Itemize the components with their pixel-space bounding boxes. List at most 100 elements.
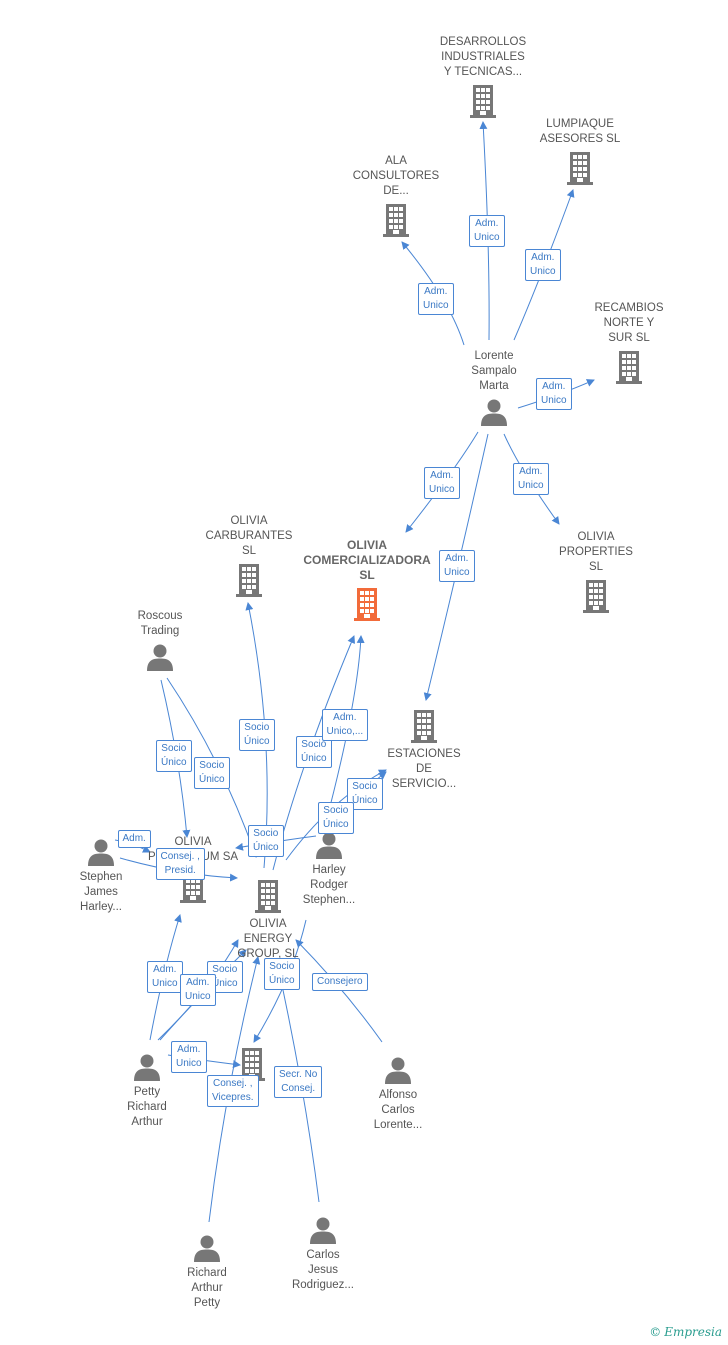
edge-label-line: Socio	[212, 964, 238, 975]
node-label-line: Y TECNICAS...	[443, 66, 523, 78]
edge-label-line: Unico	[185, 991, 211, 1002]
person-icon	[419, 398, 569, 426]
edge-label-petty-to-petroleum[interactable]: Adm.Unico	[147, 961, 183, 993]
edge-label-line: Único	[269, 975, 295, 986]
node-label-line: ESTACIONES	[387, 748, 461, 760]
edge-label-line: Único	[301, 753, 327, 764]
node-label-line: Sampalo	[471, 365, 517, 377]
node-label-line: Richard	[127, 1101, 167, 1113]
edge-label-stephen-to-energy[interactable]: Consej. , Presid.	[155, 848, 205, 880]
person-icon	[26, 838, 176, 866]
edge-label-line: Unico	[518, 480, 544, 491]
edge-label-richard-to-energy[interactable]: Consej. ,Vicepres.	[207, 1075, 259, 1107]
edge-label-line: Adm.	[186, 977, 210, 988]
node-label-line: OLIVIA	[577, 531, 615, 543]
empresia-brand[interactable]: ©Empresia	[649, 1325, 722, 1339]
edge-label-lorente-to-lumpiaque[interactable]: Adm.Unico	[525, 249, 561, 281]
edge-label-petty-to-lowerco[interactable]: Adm.Unico	[171, 1041, 207, 1073]
building-icon	[193, 879, 343, 913]
person-icon	[72, 1053, 222, 1081]
edge-label-stephen-to-petroleum[interactable]: Adm.	[117, 830, 151, 848]
node-label-line: Petty	[193, 1297, 221, 1309]
edge-label-lorente-to-ala[interactable]: Adm.Unico	[418, 283, 454, 315]
edge-label-line: Adm.	[424, 286, 448, 297]
node-label-line: Rodriguez...	[291, 1279, 354, 1291]
node-label-line: Arthur	[131, 1116, 163, 1128]
node-label-line: SL	[359, 568, 375, 582]
edge-label-line: Socio	[323, 805, 349, 816]
node-label-line: DE	[416, 763, 432, 775]
person-icon	[248, 1216, 398, 1244]
building-icon	[321, 203, 471, 237]
edge-label-line: Unico,...	[326, 726, 364, 737]
edge-label-line: Adm.	[177, 1044, 201, 1055]
building-icon	[349, 709, 499, 743]
edge-label-alfonso-to-energy[interactable]: Consejero	[312, 973, 368, 991]
building-icon	[505, 151, 655, 185]
edge-label-lorente-to-properties[interactable]: Adm.Unico	[513, 463, 549, 495]
edge-label-harley-to-comercializadora[interactable]: Adm.Unico,...	[321, 709, 369, 741]
node-label-line: SUR SL	[608, 332, 650, 344]
node-label-line: Stephen	[79, 871, 123, 883]
edge-label-line: Socio	[253, 828, 279, 839]
edge-label-petty-to-energy[interactable]: Adm. Unico	[180, 974, 216, 1006]
edge-label-line: Consej.	[281, 1083, 316, 1094]
node-label-line: SL	[241, 545, 257, 557]
node-label-line: GROUP, SL	[237, 948, 299, 960]
building-icon	[521, 579, 671, 613]
edge-label-line: Unico	[429, 484, 455, 495]
node-label-line: RECAMBIOS	[594, 302, 664, 314]
edge-label-lorente-to-desarrollos[interactable]: Adm.Unico	[469, 215, 505, 247]
edge-label-line: Unico	[541, 395, 567, 406]
node-label-line: Stephen...	[302, 894, 356, 906]
node-label-line: LUMPIAQUE	[546, 118, 614, 130]
person-icon	[85, 643, 235, 671]
person-icon	[254, 831, 404, 859]
node-label-line: Carlos	[381, 1104, 415, 1116]
edge-label-line: Socio	[269, 961, 295, 972]
node-label-line: Lorente...	[373, 1119, 423, 1131]
edge-label-line: Adm.	[542, 381, 566, 392]
edge-label-line: Único	[161, 757, 187, 768]
edge-label-line: Presid.	[164, 865, 196, 876]
edge-label-lorente-to-recambios[interactable]: Adm. Unico	[536, 378, 572, 410]
node-label-line: Richard	[187, 1267, 227, 1279]
edge-label-lorente-to-comercializadora[interactable]: Adm.Unico	[424, 467, 460, 499]
edge-label-line: Consej. ,	[160, 851, 200, 862]
edge-label-lorente-to-estaciones[interactable]: Adm.Unico	[439, 550, 475, 582]
node-label-line: OLIVIA	[249, 918, 287, 930]
